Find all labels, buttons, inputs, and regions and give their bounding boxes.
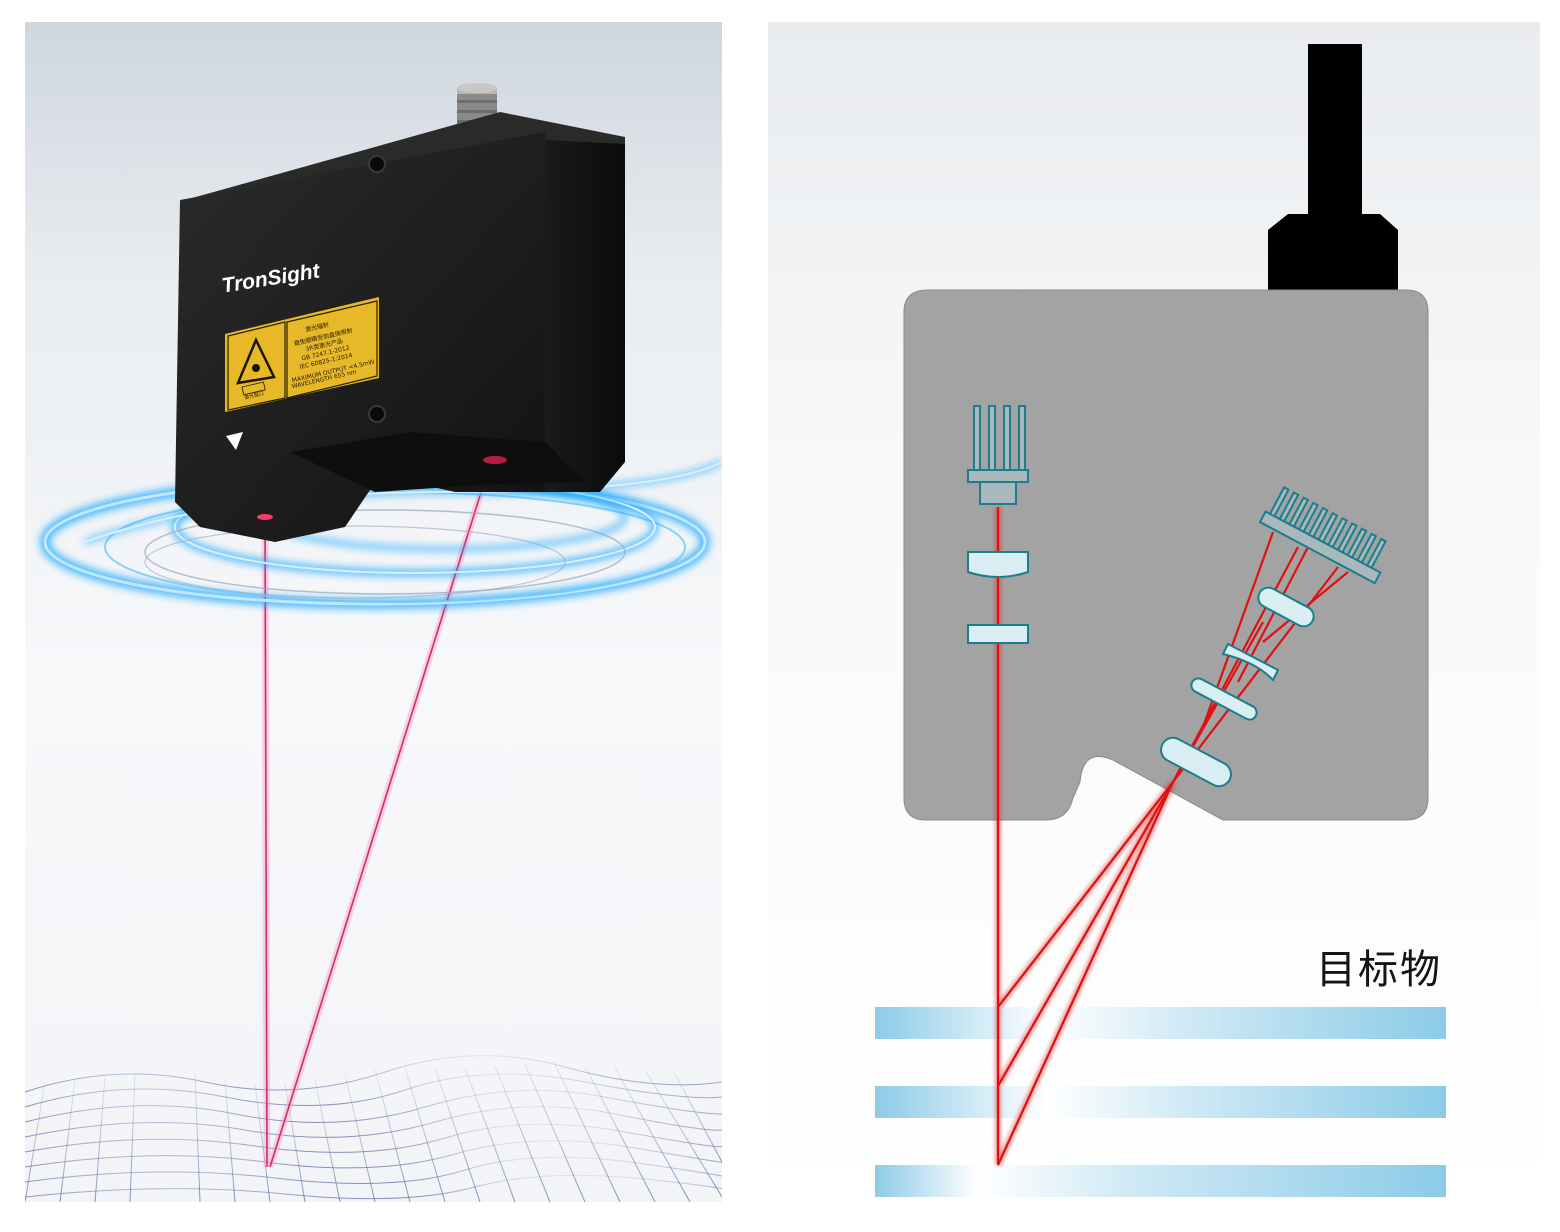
optical-diagram-svg xyxy=(875,44,1446,1197)
emitter-lenses xyxy=(967,551,1029,644)
target-plates xyxy=(875,1007,1446,1197)
detector-array-icon xyxy=(1258,485,1387,585)
target-label: 目标物 xyxy=(1316,947,1442,993)
laser-diode-icon xyxy=(967,405,1029,505)
product-render-svg xyxy=(25,83,722,1202)
receiver-lenses xyxy=(1160,586,1315,788)
laser-warning-label xyxy=(225,297,379,412)
sensor-housing xyxy=(903,289,1429,821)
laser-hazard-icon xyxy=(235,336,276,385)
laser-beams xyxy=(261,452,497,1169)
laser-beam-paths xyxy=(995,507,1349,1167)
wireframe-terrain xyxy=(25,1055,722,1202)
down-triangle-icon xyxy=(226,432,243,450)
sensor-body xyxy=(175,112,625,542)
optical-principle-panel: 目标物 xyxy=(768,22,1540,1202)
cable-connector xyxy=(1268,44,1398,296)
product-render-panel: TronSight 激光辐射 避免眼睛受到直接照射 3R类激光产品 GB 724… xyxy=(25,22,722,1202)
